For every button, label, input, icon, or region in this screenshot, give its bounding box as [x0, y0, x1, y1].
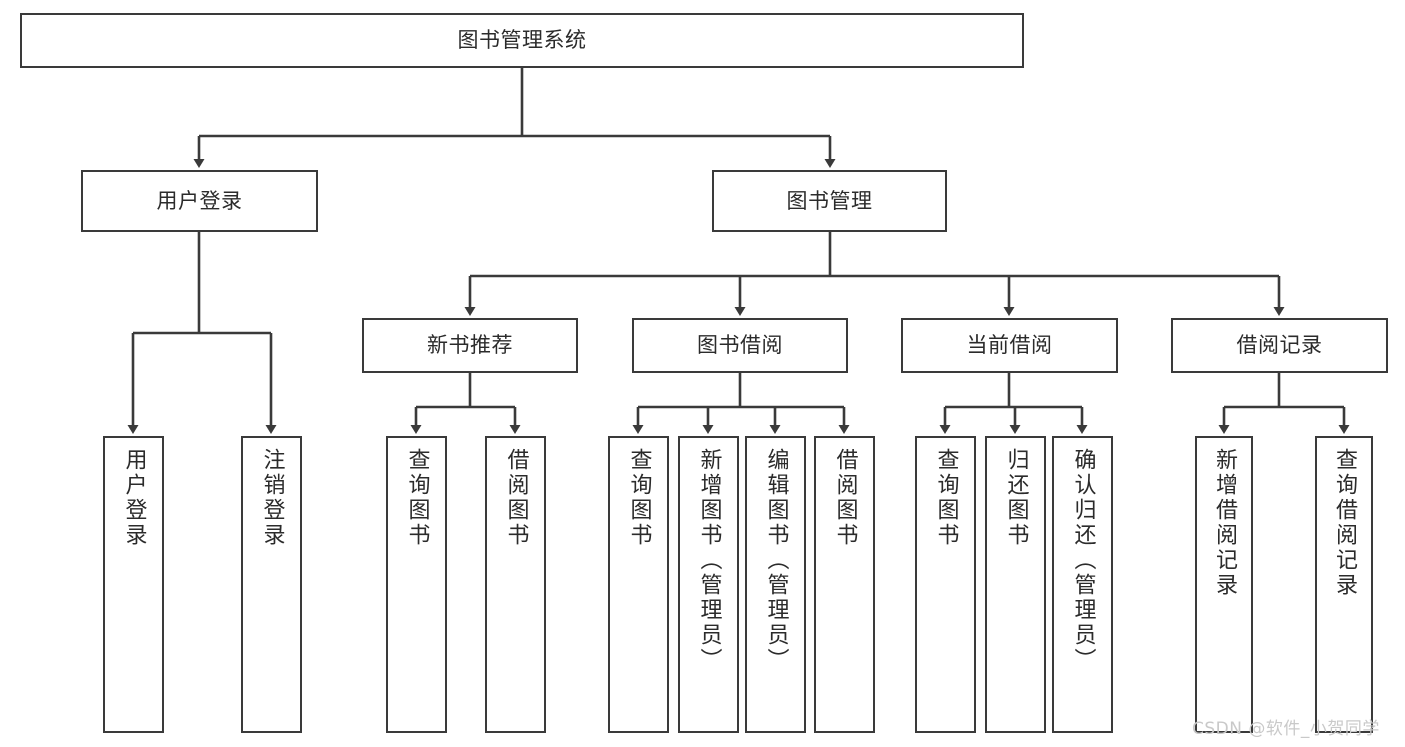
- node-borrow-record[interactable]: 借阅记录: [1171, 318, 1388, 373]
- node-book-manage-label: 图书管理: [786, 188, 873, 213]
- node-leaf-borrow-book[interactable]: 借阅图书: [814, 436, 875, 733]
- node-leaf-edit-book-admin[interactable]: 编辑图书（管理员）: [745, 436, 806, 733]
- node-leaf-borrow-book-label: 借阅图书: [832, 448, 858, 548]
- node-leaf-return-book-label: 归还图书: [1003, 448, 1029, 548]
- node-root-label: 图书管理系统: [457, 28, 587, 53]
- node-current-borrow[interactable]: 当前借阅: [901, 318, 1118, 373]
- node-leaf-borrow-book-recommend-label: 借阅图书: [503, 448, 529, 548]
- node-leaf-add-book-admin[interactable]: 新增图书（管理员）: [678, 436, 739, 733]
- node-leaf-query-book-borrow[interactable]: 查询图书: [608, 436, 669, 733]
- node-current-borrow-label: 当前借阅: [966, 333, 1053, 358]
- node-leaf-query-book-current-label: 查询图书: [933, 448, 959, 548]
- node-book-manage[interactable]: 图书管理: [712, 170, 947, 232]
- node-book-borrow-label: 图书借阅: [697, 333, 783, 358]
- node-leaf-add-book-admin-label: 新增图书（管理员）: [696, 448, 722, 673]
- node-root[interactable]: 图书管理系统: [20, 13, 1024, 68]
- node-leaf-borrow-book-recommend[interactable]: 借阅图书: [485, 436, 546, 733]
- node-borrow-record-label: 借阅记录: [1236, 333, 1323, 358]
- node-book-borrow[interactable]: 图书借阅: [632, 318, 848, 373]
- node-leaf-query-book-current[interactable]: 查询图书: [915, 436, 976, 733]
- node-leaf-user-login[interactable]: 用户登录: [103, 436, 164, 733]
- node-leaf-user-login-label: 用户登录: [121, 448, 147, 548]
- node-leaf-edit-book-admin-label: 编辑图书（管理员）: [763, 448, 789, 673]
- node-leaf-confirm-return-admin[interactable]: 确认归还（管理员）: [1052, 436, 1113, 733]
- node-leaf-query-borrow-record[interactable]: 查询借阅记录: [1315, 436, 1373, 733]
- csdn-watermark: CSDN @软件_小贺同学: [1192, 719, 1380, 739]
- node-user-login-label: 用户登录: [156, 188, 243, 213]
- node-user-login[interactable]: 用户登录: [81, 170, 318, 232]
- node-leaf-logout[interactable]: 注销登录: [241, 436, 302, 733]
- node-leaf-query-borrow-record-label: 查询借阅记录: [1332, 448, 1357, 598]
- node-leaf-query-book-recommend[interactable]: 查询图书: [386, 436, 447, 733]
- node-leaf-confirm-return-admin-label: 确认归还（管理员）: [1070, 448, 1096, 673]
- node-leaf-add-borrow-record[interactable]: 新增借阅记录: [1195, 436, 1253, 733]
- node-new-book-recommend-label: 新书推荐: [427, 333, 513, 358]
- node-leaf-add-borrow-record-label: 新增借阅记录: [1212, 448, 1237, 598]
- node-leaf-return-book[interactable]: 归还图书: [985, 436, 1046, 733]
- node-leaf-logout-label: 注销登录: [259, 448, 285, 548]
- node-leaf-query-book-recommend-label: 查询图书: [404, 448, 430, 548]
- node-leaf-query-book-borrow-label: 查询图书: [626, 448, 652, 548]
- node-new-book-recommend[interactable]: 新书推荐: [362, 318, 578, 373]
